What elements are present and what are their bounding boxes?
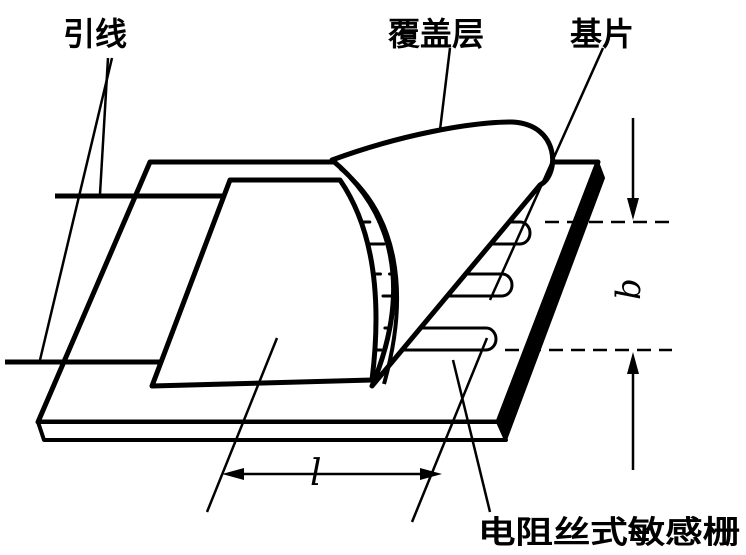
label-lead-wire: 引线 xyxy=(63,15,127,53)
substrate-front-face xyxy=(36,420,508,442)
label-substrate: 基片 xyxy=(570,15,634,53)
label-grid: 电阻丝式敏感栅 xyxy=(478,515,740,551)
dimension-b xyxy=(505,118,672,470)
cover-layer xyxy=(149,119,556,389)
label-length-symbol: l xyxy=(310,453,322,494)
cover-layer-curled-part xyxy=(329,119,556,389)
dimension-b-arrow-bottom-head xyxy=(627,352,639,374)
grid-visible-loops xyxy=(390,220,532,352)
leader-grid xyxy=(451,359,492,513)
dimension-b-arrow-top-head xyxy=(627,198,639,220)
leader-cover-layer xyxy=(438,47,452,131)
cover-layer-fold-edge xyxy=(338,166,399,385)
leader-substrate xyxy=(488,47,605,301)
leader-lead-wire-2 xyxy=(38,57,114,361)
dimension-l xyxy=(205,337,489,523)
dimension-l-arrow-left-head xyxy=(222,468,244,480)
dimension-l-arrow-right-head xyxy=(420,468,442,480)
label-cover-layer: 覆盖层 xyxy=(388,15,484,53)
leader-lines xyxy=(38,47,605,513)
cover-layer-flat-part xyxy=(149,177,379,389)
dimension-l-extension-right xyxy=(410,337,489,523)
label-width-symbol: b xyxy=(609,278,649,300)
dimension-l-extension-left xyxy=(205,337,279,513)
